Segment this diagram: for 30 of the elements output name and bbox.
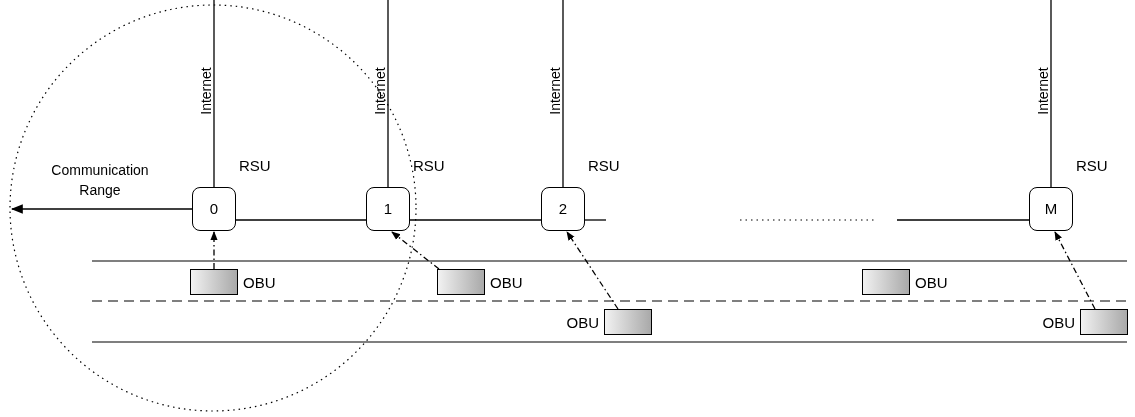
edge-label: Internet (373, 65, 387, 117)
rsu-label: RSU (239, 158, 271, 173)
connector-line (584, 219, 607, 221)
rsu-number: 0 (209, 198, 219, 219)
rsu-number: 1 (383, 198, 393, 219)
connector-line (562, 0, 564, 188)
obu-label: OBU (566, 315, 599, 330)
rsu-label: RSU (1076, 158, 1108, 173)
edge-label: Internet (548, 65, 562, 117)
obu-label: OBU (1042, 315, 1075, 330)
rsu-number: M (1044, 198, 1058, 219)
rsu-label: RSU (588, 158, 620, 173)
obu-label: OBU (915, 275, 948, 290)
connector-line (387, 0, 389, 188)
arrow (391, 231, 440, 270)
connector-line (409, 219, 542, 221)
arrow (566, 231, 619, 310)
obu-label: OBU (243, 275, 276, 290)
connector-line (213, 0, 215, 188)
connector-line (235, 219, 367, 221)
edge-label: Internet (199, 65, 213, 117)
rsu-number: 2 (558, 198, 568, 219)
obu-label: OBU (490, 275, 523, 290)
connector-line (1050, 0, 1052, 188)
range-label: Communication Range (50, 161, 150, 200)
connector-line (896, 219, 1030, 221)
arrow (210, 231, 218, 270)
arrow (1054, 231, 1096, 310)
edge-label: Internet (1036, 65, 1050, 117)
rsu-label: RSU (413, 158, 445, 173)
